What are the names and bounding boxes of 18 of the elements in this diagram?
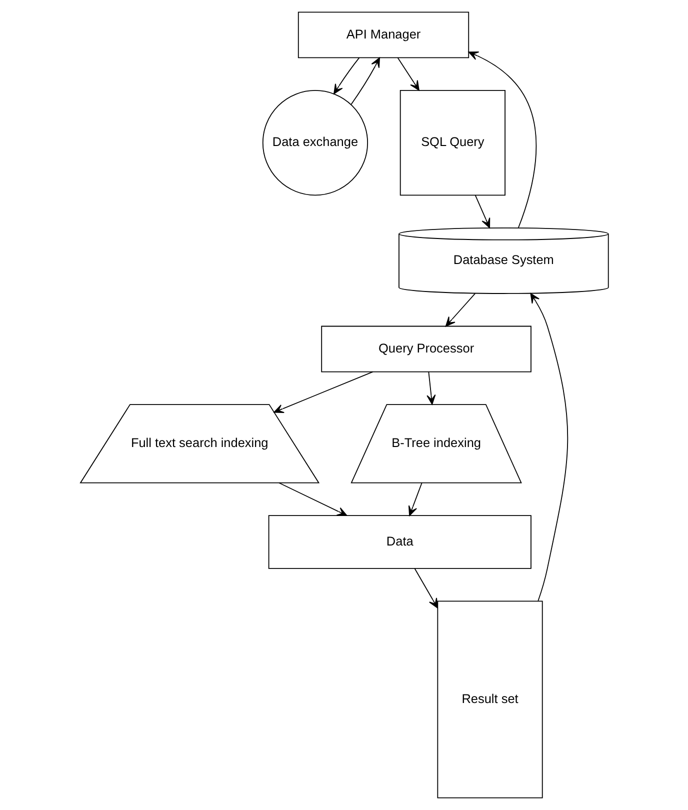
arrow	[273, 371, 373, 414]
arrow	[468, 51, 536, 228]
arrow	[350, 57, 380, 105]
arrow	[426, 371, 436, 405]
node-box: SQL Query	[399, 90, 505, 196]
arrow	[530, 293, 568, 602]
arrow	[396, 57, 419, 91]
node-box: API Manager	[297, 12, 469, 58]
node-box: Data	[268, 515, 531, 569]
arrow	[333, 57, 360, 94]
node-circle: Data exchange	[262, 90, 368, 196]
arrow	[474, 194, 490, 228]
node-box: Result set	[436, 600, 542, 798]
arrow	[444, 293, 476, 327]
arrow	[414, 568, 438, 608]
arrow	[278, 482, 347, 516]
node-box: Query Processor	[320, 326, 531, 372]
arrow	[408, 482, 422, 516]
